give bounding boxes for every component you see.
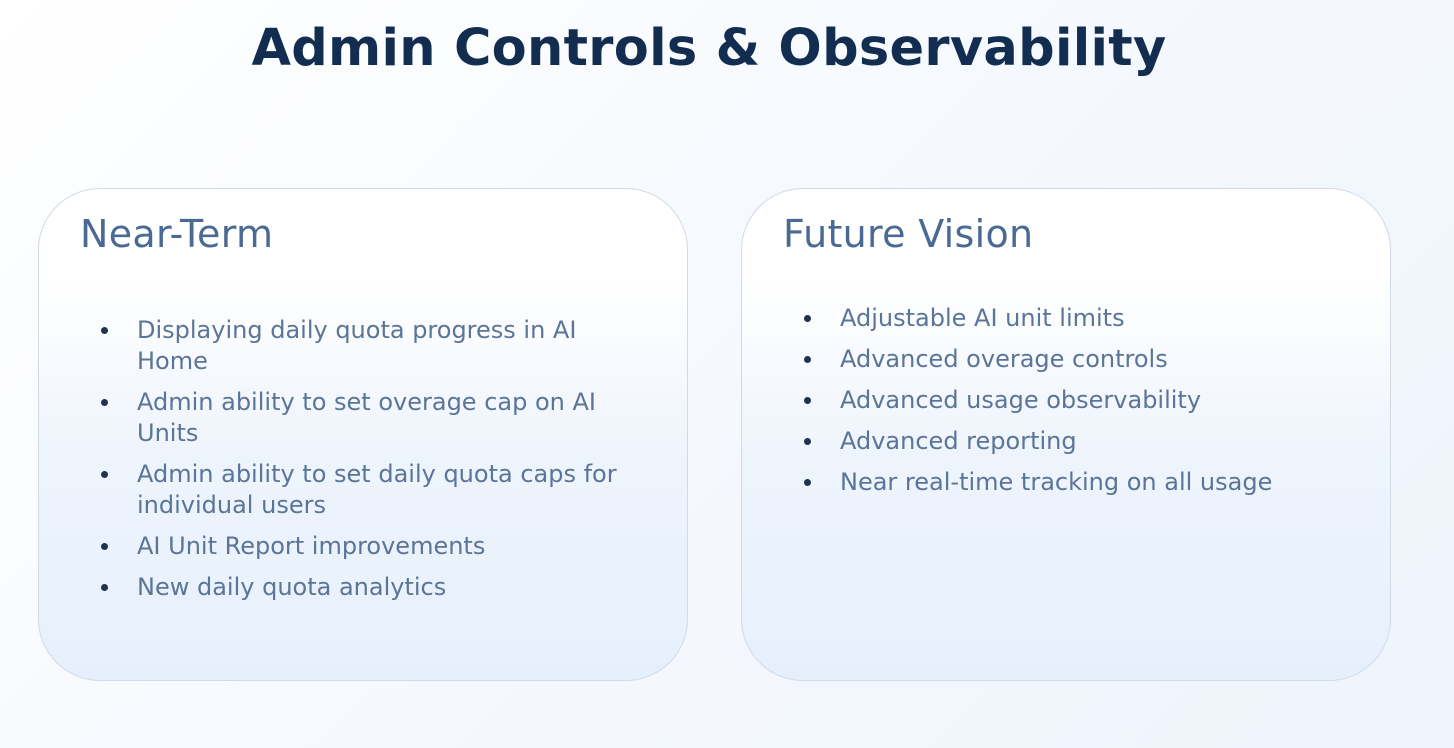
future-vision-heading: Future Vision [783, 212, 1034, 256]
bullet-icon [101, 584, 108, 591]
list-item: Near real-time tracking on all usage [802, 467, 1342, 498]
list-item: Advanced reporting [802, 426, 1342, 457]
list-item: Adjustable AI unit limits [802, 303, 1342, 334]
bullet-icon [101, 327, 108, 334]
near-term-card: Near-Term Displaying daily quota progres… [38, 188, 688, 681]
bullet-icon [804, 479, 811, 486]
list-item-text: New daily quota analytics [137, 573, 447, 601]
list-item-text: Advanced usage observability [840, 386, 1202, 414]
list-item: New daily quota analytics [99, 572, 639, 603]
list-item-text: Near real-time tracking on all usage [840, 468, 1273, 496]
list-item-text: Advanced reporting [840, 427, 1077, 455]
list-item: Admin ability to set daily quota caps fo… [99, 459, 639, 521]
list-item-text: Admin ability to set daily quota caps fo… [137, 460, 617, 519]
page-title: Admin Controls & Observability [251, 19, 1167, 78]
list-item-text: Displaying daily quota progress in AI Ho… [137, 316, 577, 375]
bullet-icon [804, 315, 811, 322]
bullet-icon [804, 397, 811, 404]
near-term-list: Displaying daily quota progress in AI Ho… [99, 315, 639, 613]
bullet-icon [804, 356, 811, 363]
list-item: AI Unit Report improvements [99, 531, 639, 562]
near-term-heading: Near-Term [80, 212, 274, 256]
bullet-icon [101, 471, 108, 478]
future-vision-card: Future Vision Adjustable AI unit limits … [741, 188, 1391, 681]
list-item: Displaying daily quota progress in AI Ho… [99, 315, 639, 377]
list-item: Admin ability to set overage cap on AI U… [99, 387, 639, 449]
bullet-icon [804, 438, 811, 445]
bullet-icon [101, 543, 108, 550]
list-item: Advanced usage observability [802, 385, 1342, 416]
list-item-text: Adjustable AI unit limits [840, 304, 1125, 332]
future-vision-list: Adjustable AI unit limits Advanced overa… [802, 303, 1342, 508]
bullet-icon [101, 399, 108, 406]
list-item-text: Admin ability to set overage cap on AI U… [137, 388, 596, 447]
list-item-text: AI Unit Report improvements [137, 532, 486, 560]
list-item: Advanced overage controls [802, 344, 1342, 375]
list-item-text: Advanced overage controls [840, 345, 1168, 373]
